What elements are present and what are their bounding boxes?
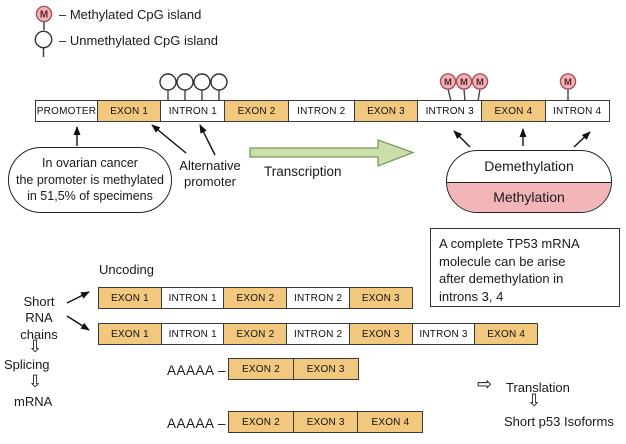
polya-prefix-1: AAAAA –: [167, 363, 227, 378]
mrna-label: mRNA: [14, 394, 53, 409]
methylated-cpg-island-intron4: M: [559, 73, 577, 100]
translation-right-arrow-icon: ⇨: [477, 374, 493, 394]
m-glyph: M: [444, 77, 452, 88]
demethylation-arrow-left: [453, 130, 471, 148]
transcription-arrow: [249, 139, 415, 167]
chain1-exon1: EXON 1: [98, 287, 162, 309]
segment-exon1: EXON 1: [96, 100, 162, 122]
alternative-promoter-label: Alternative promoter: [179, 158, 241, 190]
rna-chain-1: EXON 1 INTRON 1 EXON 2 INTRON 2 EXON 3: [98, 287, 413, 309]
translation-label: Translation: [506, 380, 570, 395]
chain1-intron2: INTRON 2: [286, 287, 351, 309]
m-glyph: M: [476, 77, 484, 88]
segment-exon4: EXON 4: [480, 100, 546, 122]
polya-prefix-2: AAAAA –: [167, 416, 227, 431]
segment-promoter: PROMOTER: [35, 100, 98, 122]
legend-m-glyph: M: [40, 10, 48, 21]
transcription-label: Transcription: [264, 164, 342, 179]
uncoding-label: Uncoding: [99, 262, 154, 277]
methylation-half: Methylation: [447, 181, 611, 212]
mrna1-exon3: EXON 3: [292, 358, 359, 380]
ovarian-cancer-note: In ovarian cancer the promoter is methyl…: [8, 147, 172, 213]
splicing-down-arrow-2-icon: ⇩: [28, 372, 43, 391]
unmethylated-cpg-islands-intron1: [159, 73, 228, 100]
segment-intron2: INTRON 2: [287, 100, 355, 122]
mrna-molecule-1: EXON 2 EXON 3: [228, 358, 359, 380]
chain2-exon4: EXON 4: [474, 323, 539, 345]
chain2-intron3: INTRON 3: [411, 323, 476, 345]
mrna-note-box: A complete TP53 mRNA molecule can be ari…: [430, 228, 620, 307]
segment-exon2: EXON 2: [224, 100, 290, 122]
chain1-exon3: EXON 3: [348, 287, 413, 309]
segment-intron4: INTRON 4: [544, 100, 610, 122]
m-glyph: M: [564, 77, 572, 88]
demethylation-half: Demethylation: [484, 158, 574, 175]
chain2-exon1: EXON 1: [98, 323, 162, 345]
segment-intron3: INTRON 3: [417, 100, 483, 122]
segment-intron1: INTRON 1: [160, 100, 226, 122]
alt-promoter-arrow-2: [199, 124, 216, 156]
chain1-intron1: INTRON 1: [160, 287, 225, 309]
mrna1-exon2: EXON 2: [228, 358, 294, 380]
segment-exon3: EXON 3: [353, 100, 419, 122]
legend-methylated-cpg-icon: M: [35, 5, 53, 30]
mrna2-exon4: EXON 4: [357, 411, 424, 433]
chain2-exon2: EXON 2: [223, 323, 288, 345]
isoforms-down-arrow-icon: ⇩: [527, 391, 542, 410]
methylation-cycle-shape: Demethylation Methylation: [446, 150, 612, 213]
chain2-exon3: EXON 3: [348, 323, 413, 345]
mrna-molecule-2: EXON 2 EXON 3 EXON 4: [228, 411, 424, 433]
gene-structure-bar: PROMOTER EXON 1 INTRON 1 EXON 2 INTRON 2…: [35, 100, 610, 122]
short-rna-chains-label: Short RNA chains: [20, 294, 58, 342]
chain2-intron1: INTRON 1: [160, 323, 225, 345]
chain2-intron2: INTRON 2: [286, 323, 351, 345]
short-rna-arrow-top: [66, 291, 90, 304]
alt-promoter-arrow-1: [151, 124, 187, 154]
short-rna-arrow-bottom: [66, 315, 90, 331]
rna-chain-2: EXON 1 INTRON 1 EXON 2 INTRON 2 EXON 3 I…: [98, 323, 539, 345]
mrna2-exon3: EXON 3: [292, 411, 359, 433]
legend-unmethylated-cpg-icon: [34, 30, 53, 57]
mrna2-exon2: EXON 2: [228, 411, 294, 433]
m-glyph: M: [460, 77, 468, 88]
short-p53-isoforms-label: Short p53 Isoforms: [504, 414, 614, 429]
splicing-label: Splicing: [4, 357, 50, 372]
splicing-down-arrow-icon: ⇩: [28, 337, 43, 356]
chain1-exon2: EXON 2: [223, 287, 288, 309]
methylated-cpg-islands-intron3: M M M: [439, 73, 489, 102]
demethylation-arrow-right: [573, 131, 591, 148]
legend-unmethylated-label: – Unmethylated CpG island: [59, 33, 218, 48]
legend-methylated-label: – Methylated CpG island: [59, 7, 202, 22]
